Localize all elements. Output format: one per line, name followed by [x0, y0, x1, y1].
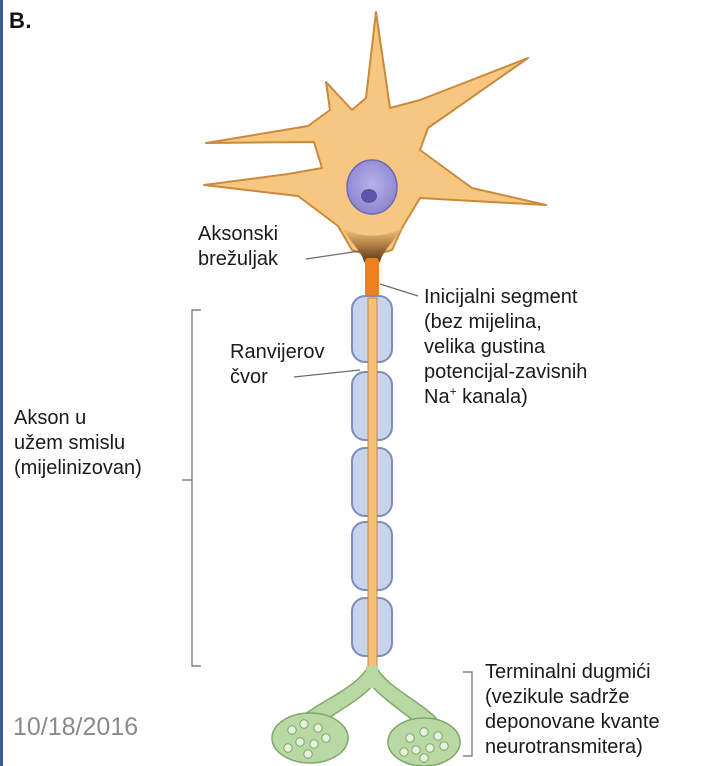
leader-hillock [306, 251, 360, 259]
vesicle [412, 746, 420, 754]
vesicle [300, 720, 308, 728]
vesicle [288, 726, 296, 734]
initial-segment [365, 258, 379, 300]
vesicle [440, 742, 448, 750]
vesicle [314, 724, 322, 732]
terminal-bracket [463, 672, 472, 756]
axon-core-visible [368, 298, 377, 678]
cell-body [204, 12, 546, 256]
leader-initial-segment [380, 284, 418, 296]
slide-date: 10/18/2016 [13, 713, 138, 742]
vesicle [420, 754, 428, 762]
na-channel-line: Na+ kanala) [424, 385, 587, 410]
vesicle [400, 748, 408, 756]
vesicle [284, 744, 292, 752]
label-initial-segment: Inicijalni segment (bez mijelina, velika… [424, 285, 587, 410]
vesicle [310, 740, 318, 748]
label-axon-proper: Akson u užem smislu (mijelinizovan) [14, 406, 142, 481]
nucleolus [361, 189, 377, 203]
axon-terminals [272, 666, 460, 766]
label-ranvier-node: Ranvijerov čvor [230, 340, 324, 390]
vesicle [434, 732, 442, 740]
vesicle [406, 734, 414, 742]
vesicle [322, 734, 330, 742]
terminal-stem [366, 666, 378, 688]
vesicle [304, 750, 312, 758]
label-terminal-buttons: Terminalni dugmići (vezikule sadrže depo… [485, 660, 660, 760]
axon-bracket [182, 310, 201, 666]
vesicle [296, 738, 304, 746]
vesicle [426, 744, 434, 752]
vesicle [420, 728, 428, 736]
label-axon-hillock: Aksonski brežuljak [198, 222, 278, 272]
nucleus [347, 160, 397, 214]
